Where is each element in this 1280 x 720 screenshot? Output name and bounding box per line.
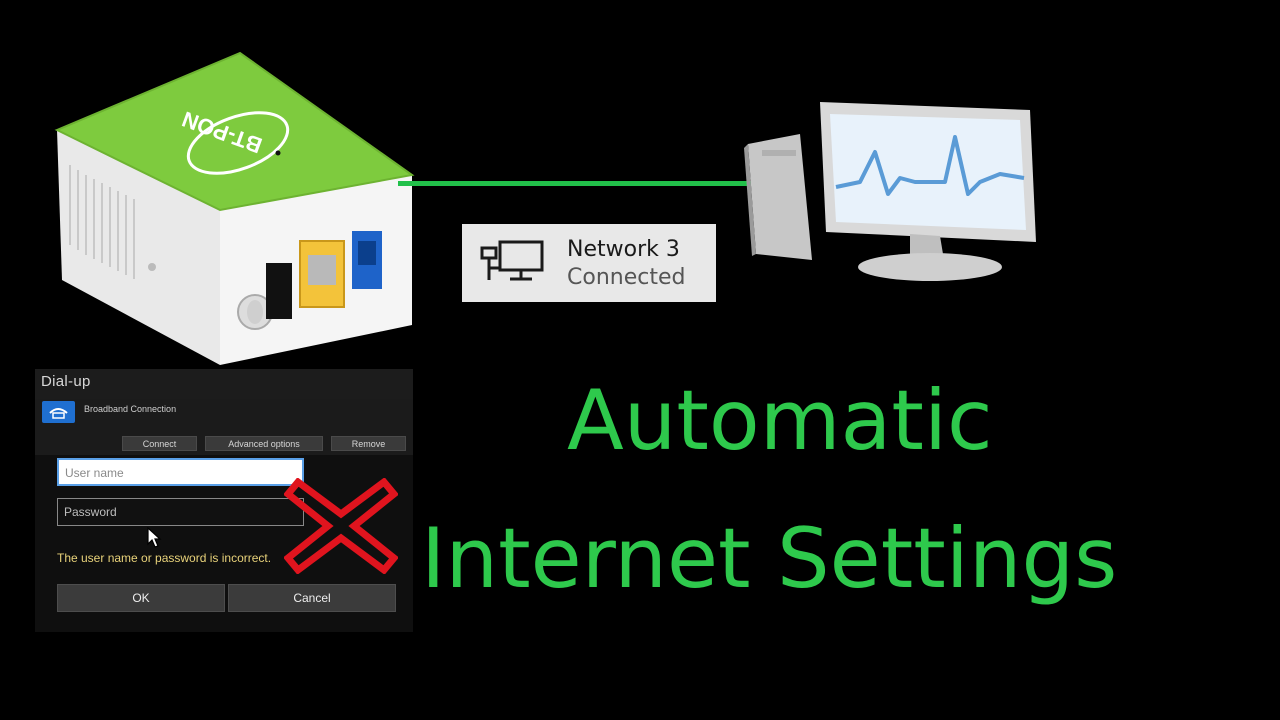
broadband-modem-icon [42,401,75,423]
dialup-title: Dial-up [41,373,91,390]
error-x-icon [284,478,398,574]
ok-button[interactable]: OK [57,584,225,612]
ont-device-image: BT-PON [54,51,415,365]
headline-line-1: Automatic [567,372,993,469]
remove-button[interactable]: Remove [331,436,406,451]
network-name: Network 3 [567,237,680,262]
computer-image [744,102,1036,281]
error-message: The user name or password is incorrect. [57,551,272,565]
dialup-titlebar [35,369,413,399]
username-input[interactable]: User name [57,458,304,486]
network-status: Connected [567,265,686,290]
cable-line [398,181,783,186]
network-status-card: Network 3 Connected [462,224,716,302]
headline-line-2: Internet Settings [421,510,1118,607]
cancel-button[interactable]: Cancel [228,584,396,612]
mouse-cursor-icon [147,527,162,548]
ethernet-network-icon [480,240,544,281]
dialup-panel: Dial-up Broadband Connection Connect Adv… [35,369,413,632]
password-input[interactable]: Password [57,498,304,526]
connect-button[interactable]: Connect [122,436,197,451]
connection-name: Broadband Connection [84,404,177,414]
advanced-options-button[interactable]: Advanced options [205,436,323,451]
